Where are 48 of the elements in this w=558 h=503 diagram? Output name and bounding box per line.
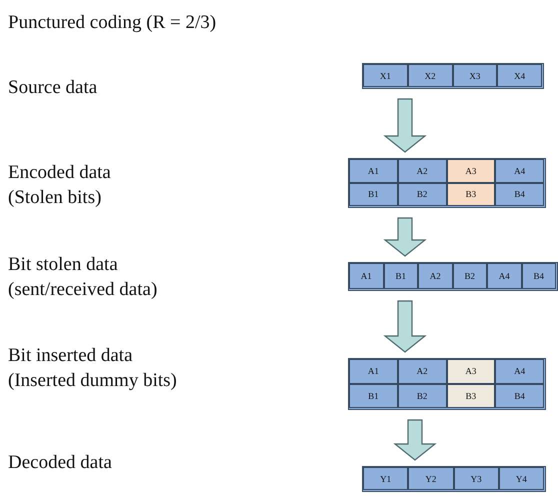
row-label: Decoded data: [8, 451, 112, 475]
bit-cell: Y2: [408, 467, 454, 490]
diagram-title: Punctured coding (R = 2/3): [8, 12, 216, 34]
row-label: Bit stolen data: [8, 253, 118, 277]
bit-cell: A3: [446, 359, 496, 384]
bit-cell: A4: [487, 263, 522, 289]
row-label: Source data: [8, 76, 98, 100]
data-block: [348, 358, 546, 410]
row-label: (Inserted dummy bits): [8, 369, 177, 393]
bit-cell: B4: [522, 263, 556, 289]
row-label: (sent/received data): [8, 278, 158, 302]
bit-cell: A2: [398, 359, 446, 384]
block-arrow: [383, 300, 427, 353]
bit-cell: A2: [398, 159, 446, 182]
row-label: Encoded data: [8, 161, 111, 185]
bit-cell: B2: [398, 384, 446, 408]
bit-cell: A3: [446, 159, 496, 182]
bit-cell: B2: [452, 263, 487, 289]
bit-cell: B2: [398, 182, 446, 206]
bit-cell: Y3: [454, 467, 499, 490]
bit-cell: A4: [495, 159, 544, 182]
bit-cell: B1: [349, 384, 398, 408]
bit-cell: A1: [349, 263, 384, 289]
bit-cell: B3: [446, 182, 496, 206]
bit-cell: B4: [495, 384, 544, 408]
bit-cell: B1: [384, 263, 418, 289]
bit-cell: X4: [497, 64, 542, 87]
bit-cell: B4: [495, 182, 544, 206]
bit-cell: A2: [418, 263, 452, 289]
block-arrow: [383, 98, 427, 153]
bit-cell: B3: [446, 384, 496, 408]
data-block: [348, 158, 546, 208]
bit-cell: X3: [452, 64, 498, 87]
block-arrow: [383, 217, 427, 257]
bit-cell: X1: [363, 64, 408, 87]
row-label: Bit inserted data: [8, 344, 133, 368]
bit-cell: Y4: [498, 467, 544, 490]
bit-cell: X2: [408, 64, 452, 87]
bit-cell: A1: [349, 359, 398, 384]
bit-cell: B1: [349, 182, 398, 206]
data-block: [362, 466, 546, 492]
bit-cell: A4: [495, 359, 544, 384]
data-block: [362, 63, 544, 89]
bit-cell: Y1: [363, 467, 408, 490]
bit-cell: A1: [349, 159, 398, 182]
block-arrow: [393, 419, 437, 461]
data-block: [348, 262, 558, 291]
row-label: (Stolen bits): [8, 186, 102, 210]
